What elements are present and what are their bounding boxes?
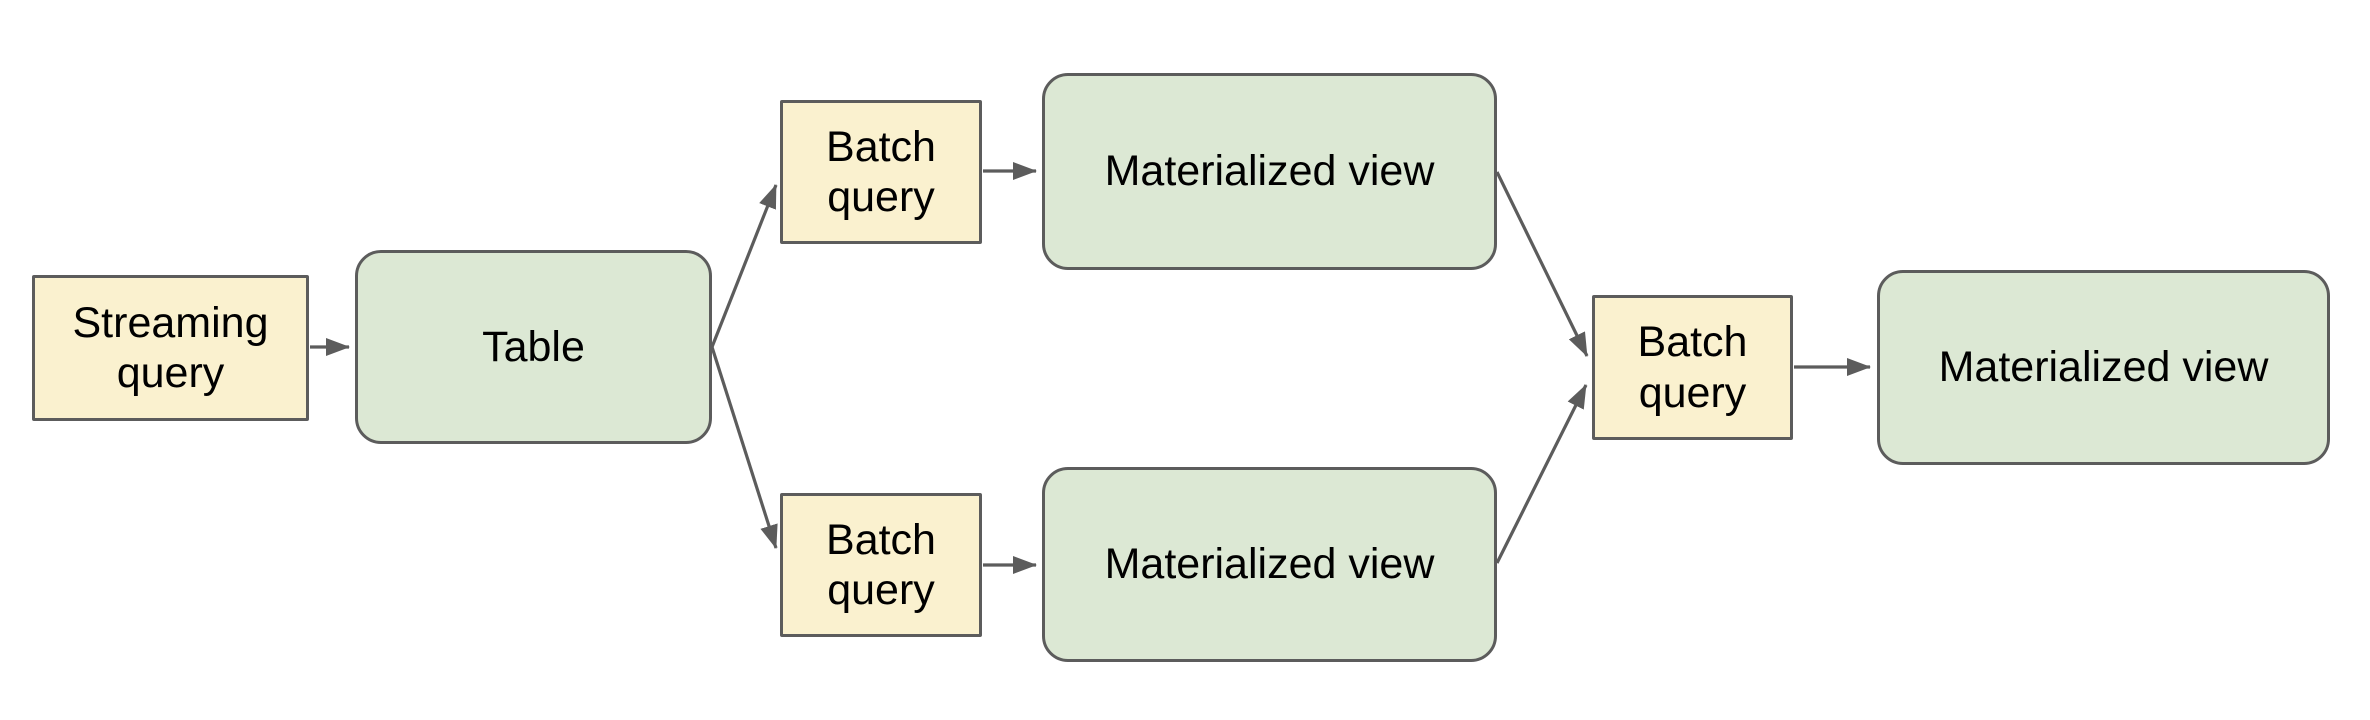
node-batch-query-final: Batch query	[1592, 295, 1793, 440]
node-batch-query-bottom-label: Batch query	[826, 515, 936, 614]
node-streaming-query: Streaming query	[32, 275, 309, 421]
node-batch-query-final-label: Batch query	[1637, 318, 1748, 417]
node-materialized-view-top: Materialized view	[1042, 73, 1497, 270]
node-batch-query-bottom: Batch query	[780, 493, 982, 637]
node-table-label: Table	[482, 322, 585, 371]
node-table: Table	[355, 250, 712, 444]
edge-table-to-batch-query-bottom	[710, 346, 778, 549]
edge-materialized-view-bottom-to-batch-query-final	[1495, 384, 1588, 564]
node-materialized-view-bottom-label: Materialized view	[1104, 540, 1435, 589]
edge-table-to-batch-query-top	[710, 184, 778, 348]
node-materialized-view-bottom: Materialized view	[1042, 467, 1497, 662]
node-materialized-view-final-label: Materialized view	[1938, 343, 2269, 392]
node-materialized-view-final: Materialized view	[1877, 270, 2330, 465]
node-streaming-query-label: Streaming query	[72, 298, 269, 397]
node-materialized-view-top-label: Materialized view	[1104, 147, 1435, 196]
edge-materialized-view-top-to-batch-query-final	[1495, 171, 1589, 357]
node-batch-query-top-label: Batch query	[826, 122, 936, 221]
node-batch-query-top: Batch query	[780, 100, 982, 244]
